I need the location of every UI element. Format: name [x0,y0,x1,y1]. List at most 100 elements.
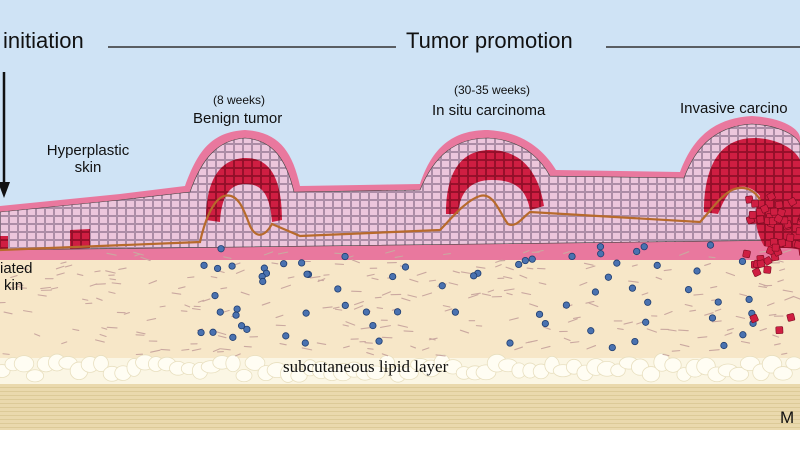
tumor-promotion-stage-label: Tumor promotion [400,28,579,54]
immune-cell [653,261,661,269]
fibroblast [767,302,775,307]
immune-cell [608,343,616,352]
fibroblast [219,348,231,351]
immune-cell [720,341,728,350]
fibroblast [782,289,794,293]
immune-cell [228,262,236,270]
fibroblast [94,270,101,273]
fibroblast [759,327,767,332]
lipid-droplet [399,366,419,380]
fibroblast [371,277,379,281]
tumor-cell [773,214,784,224]
fibroblast [96,297,103,301]
fibroblast [133,251,144,256]
fibroblast [111,282,122,285]
fibroblast [171,292,182,295]
immune-cell [597,250,605,258]
immune-cell [334,285,342,293]
fibroblast [623,321,634,325]
fibroblast [364,342,373,344]
lipid-layer-label: subcutaneous lipid layer [283,357,449,376]
immune-cell [302,309,310,317]
tumor-cell [798,212,800,222]
fibroblast [689,309,697,312]
immune-cell [232,311,240,319]
fibroblast [583,262,594,266]
fibroblast [773,343,781,346]
fibroblast [459,329,470,334]
fibroblast [521,292,532,296]
fibroblast [712,320,722,323]
fibroblast [235,353,241,357]
fibroblast [366,273,375,277]
immune-cell [644,298,652,306]
immune-cell [369,321,377,330]
fibroblast [381,336,393,339]
fibroblast [322,306,333,309]
fibroblast [435,354,446,357]
lipid-droplet [785,356,800,371]
immune-cell [631,337,639,346]
fibroblast [279,342,287,346]
fibroblast [334,252,345,255]
immune-cell [197,328,205,337]
fibroblast [631,264,638,267]
fibroblast [345,321,356,326]
immune-cell [375,337,383,345]
fibroblast [134,253,141,257]
insitu-time-label: (30-35 weeks) [454,83,531,97]
fibroblast [481,293,492,297]
fibroblast [662,353,670,357]
fibroblast [146,317,157,321]
immune-cell [596,243,605,251]
fibroblast [416,271,427,276]
immune-cell [633,247,641,256]
immune-cell [515,260,523,269]
tumor-cell [749,313,759,324]
immune-cell [521,256,529,265]
fibroblast [367,347,374,350]
fibroblast [235,269,245,274]
initiated-line-2: kin [4,277,24,295]
fibroblast [351,259,360,264]
fibroblast [275,314,284,319]
fibroblast [181,348,190,351]
fibroblast [563,337,571,342]
fibroblast [334,263,345,266]
benign-tumor-cells [206,158,282,222]
fibroblast [585,300,595,304]
fibroblast [343,345,350,349]
tumor-cell [760,204,770,214]
fibroblast [679,251,690,256]
immune-cell [693,267,701,275]
immune-cell [684,286,693,294]
fibroblast [99,333,107,338]
fibroblast [428,279,437,282]
immune-cell [613,259,621,267]
lipid-droplet [729,366,749,382]
fibroblast [567,318,578,323]
fibroblast [280,284,291,289]
immune-cell [393,308,402,316]
fibroblast [704,312,714,316]
tumor-cell [756,215,765,224]
immune-cell [233,305,241,313]
invasive-carcinoma-label: Invasive carcino [680,100,788,117]
fibroblast [18,267,29,271]
tumor-cell [798,247,800,256]
lipid-droplet [664,357,682,373]
immune-cell [708,314,717,322]
fibroblast [470,292,481,296]
immune-cell [362,308,370,316]
fibroblast [678,329,689,332]
fibroblast [505,266,514,271]
fibroblast [140,256,151,262]
fibroblast [101,327,108,330]
fibroblast [421,292,433,297]
fibroblast [37,294,47,297]
fibroblast [475,266,486,269]
lipid-droplet [235,369,253,383]
bottom-border [0,430,800,450]
immune-cell [506,339,514,347]
fibroblast [495,259,503,263]
